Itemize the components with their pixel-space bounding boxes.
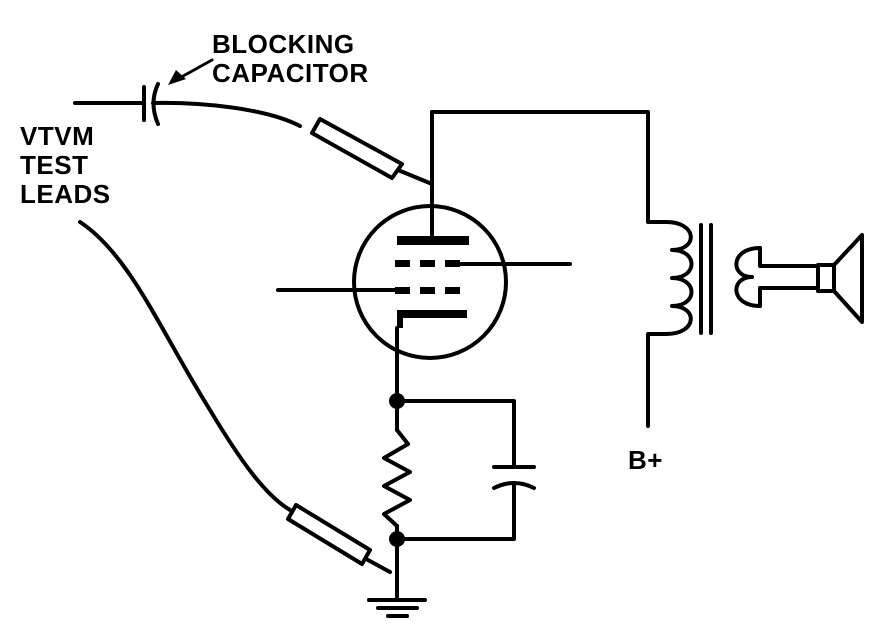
blocking-capacitor-test-lead [73, 82, 434, 186]
loudspeaker-icon [816, 233, 864, 324]
blocking-capacitor-label: BLOCKING CAPACITOR [212, 30, 369, 88]
label-line: TEST [20, 150, 89, 180]
label-line: CAPACITOR [212, 58, 369, 88]
ground-icon [367, 598, 427, 618]
vtvm-ground-test-lead [78, 220, 392, 574]
plate-circuit [430, 110, 668, 428]
cathode-bias-network [382, 393, 536, 602]
label-line: BLOCKING [212, 29, 355, 59]
output-transformer [664, 220, 820, 336]
vtvm-test-leads-label: VTVM TEST LEADS [20, 122, 111, 209]
vacuum-tube [276, 110, 572, 402]
blocking-capacitor-arrow [168, 58, 214, 85]
b-plus-label: B+ [628, 445, 663, 475]
label-line: LEADS [20, 179, 111, 209]
label-line: VTVM [20, 121, 95, 151]
